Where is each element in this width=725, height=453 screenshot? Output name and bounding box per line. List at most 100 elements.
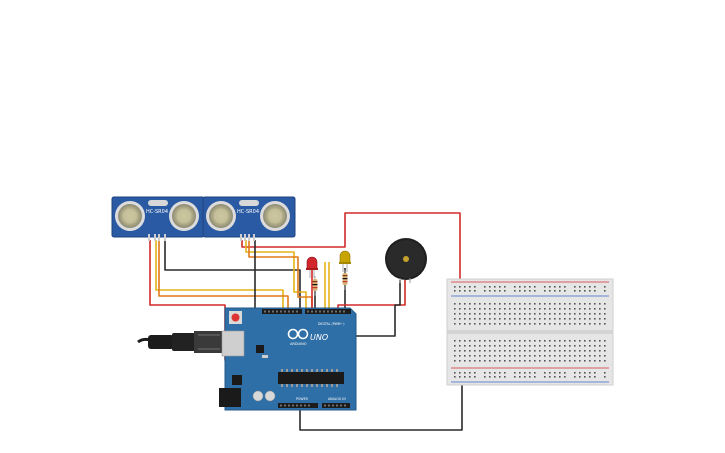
power-jack[interactable]: [219, 388, 241, 407]
breadboard-hole[interactable]: [579, 286, 581, 288]
breadboard-hole[interactable]: [534, 308, 536, 310]
breadboard-hole[interactable]: [549, 286, 551, 288]
breadboard-hole[interactable]: [484, 318, 486, 320]
piezo-buzzer[interactable]: [385, 238, 427, 283]
breadboard-hole[interactable]: [509, 360, 511, 362]
breadboard-hole[interactable]: [584, 303, 586, 305]
breadboard-hole[interactable]: [589, 290, 591, 292]
breadboard-hole[interactable]: [584, 286, 586, 288]
breadboard-hole[interactable]: [544, 350, 546, 352]
breadboard-hole[interactable]: [519, 323, 521, 325]
breadboard-hole[interactable]: [589, 376, 591, 378]
breadboard-hole[interactable]: [539, 350, 541, 352]
breadboard-hole[interactable]: [464, 350, 466, 352]
breadboard-hole[interactable]: [459, 318, 461, 320]
breadboard-hole[interactable]: [529, 308, 531, 310]
breadboard-hole[interactable]: [599, 350, 601, 352]
breadboard-hole[interactable]: [559, 286, 561, 288]
breadboard-hole[interactable]: [524, 350, 526, 352]
breadboard-hole[interactable]: [489, 290, 491, 292]
breadboard-hole[interactable]: [479, 308, 481, 310]
breadboard-hole[interactable]: [569, 323, 571, 325]
breadboard-hole[interactable]: [459, 372, 461, 374]
breadboard-hole[interactable]: [474, 286, 476, 288]
breadboard-hole[interactable]: [559, 340, 561, 342]
breadboard-hole[interactable]: [564, 350, 566, 352]
breadboard-hole[interactable]: [529, 376, 531, 378]
breadboard-hole[interactable]: [484, 286, 486, 288]
breadboard-hole[interactable]: [489, 286, 491, 288]
breadboard-hole[interactable]: [509, 313, 511, 315]
breadboard-hole[interactable]: [529, 345, 531, 347]
breadboard-hole[interactable]: [479, 323, 481, 325]
breadboard-hole[interactable]: [559, 308, 561, 310]
breadboard-hole[interactable]: [549, 323, 551, 325]
breadboard-hole[interactable]: [599, 345, 601, 347]
breadboard-hole[interactable]: [569, 318, 571, 320]
breadboard-hole[interactable]: [549, 340, 551, 342]
breadboard-hole[interactable]: [594, 355, 596, 357]
breadboard-hole[interactable]: [514, 350, 516, 352]
breadboard-hole[interactable]: [554, 318, 556, 320]
breadboard-hole[interactable]: [549, 308, 551, 310]
breadboard-hole[interactable]: [469, 290, 471, 292]
breadboard-hole[interactable]: [504, 290, 506, 292]
wire-orange-sensor2-echo[interactable]: [248, 240, 313, 313]
breadboard-hole[interactable]: [604, 318, 606, 320]
breadboard-hole[interactable]: [474, 372, 476, 374]
breadboard-hole[interactable]: [494, 355, 496, 357]
breadboard-hole[interactable]: [454, 340, 456, 342]
breadboard-hole[interactable]: [464, 340, 466, 342]
breadboard-hole[interactable]: [549, 372, 551, 374]
breadboard-hole[interactable]: [504, 372, 506, 374]
breadboard-hole[interactable]: [559, 303, 561, 305]
breadboard-hole[interactable]: [574, 372, 576, 374]
breadboard-hole[interactable]: [604, 308, 606, 310]
breadboard-hole[interactable]: [499, 308, 501, 310]
breadboard-hole[interactable]: [574, 355, 576, 357]
breadboard-hole[interactable]: [459, 323, 461, 325]
breadboard-hole[interactable]: [504, 340, 506, 342]
breadboard-hole[interactable]: [489, 313, 491, 315]
breadboard-hole[interactable]: [594, 350, 596, 352]
breadboard-hole[interactable]: [554, 350, 556, 352]
breadboard-hole[interactable]: [524, 323, 526, 325]
breadboard-hole[interactable]: [579, 345, 581, 347]
breadboard-hole[interactable]: [574, 345, 576, 347]
wire-yellow-sensor2-trig[interactable]: [245, 240, 307, 313]
breadboard-hole[interactable]: [569, 360, 571, 362]
breadboard-hole[interactable]: [479, 313, 481, 315]
breadboard-hole[interactable]: [454, 290, 456, 292]
breadboard-hole[interactable]: [494, 372, 496, 374]
breadboard-hole[interactable]: [454, 323, 456, 325]
breadboard-hole[interactable]: [519, 290, 521, 292]
breadboard-hole[interactable]: [604, 350, 606, 352]
breadboard-hole[interactable]: [534, 345, 536, 347]
breadboard-hole[interactable]: [554, 340, 556, 342]
breadboard-hole[interactable]: [484, 290, 486, 292]
breadboard-hole[interactable]: [569, 303, 571, 305]
breadboard-hole[interactable]: [474, 318, 476, 320]
breadboard-hole[interactable]: [494, 350, 496, 352]
breadboard-hole[interactable]: [539, 308, 541, 310]
breadboard-hole[interactable]: [484, 350, 486, 352]
breadboard-hole[interactable]: [584, 350, 586, 352]
breadboard-hole[interactable]: [514, 340, 516, 342]
breadboard-hole[interactable]: [584, 290, 586, 292]
breadboard-hole[interactable]: [479, 303, 481, 305]
breadboard-hole[interactable]: [524, 318, 526, 320]
breadboard-hole[interactable]: [529, 360, 531, 362]
breadboard-hole[interactable]: [524, 360, 526, 362]
breadboard-hole[interactable]: [494, 303, 496, 305]
breadboard-hole[interactable]: [554, 355, 556, 357]
breadboard-hole[interactable]: [589, 345, 591, 347]
wire-black-sensor1-gnd[interactable]: [164, 240, 301, 313]
breadboard-hole[interactable]: [454, 372, 456, 374]
breadboard-hole[interactable]: [459, 355, 461, 357]
analog-header[interactable]: [322, 403, 350, 408]
ultrasonic-sensor-1[interactable]: HC-SR04: [111, 196, 205, 241]
breadboard-hole[interactable]: [484, 323, 486, 325]
breadboard-hole[interactable]: [549, 376, 551, 378]
breadboard-hole[interactable]: [469, 355, 471, 357]
